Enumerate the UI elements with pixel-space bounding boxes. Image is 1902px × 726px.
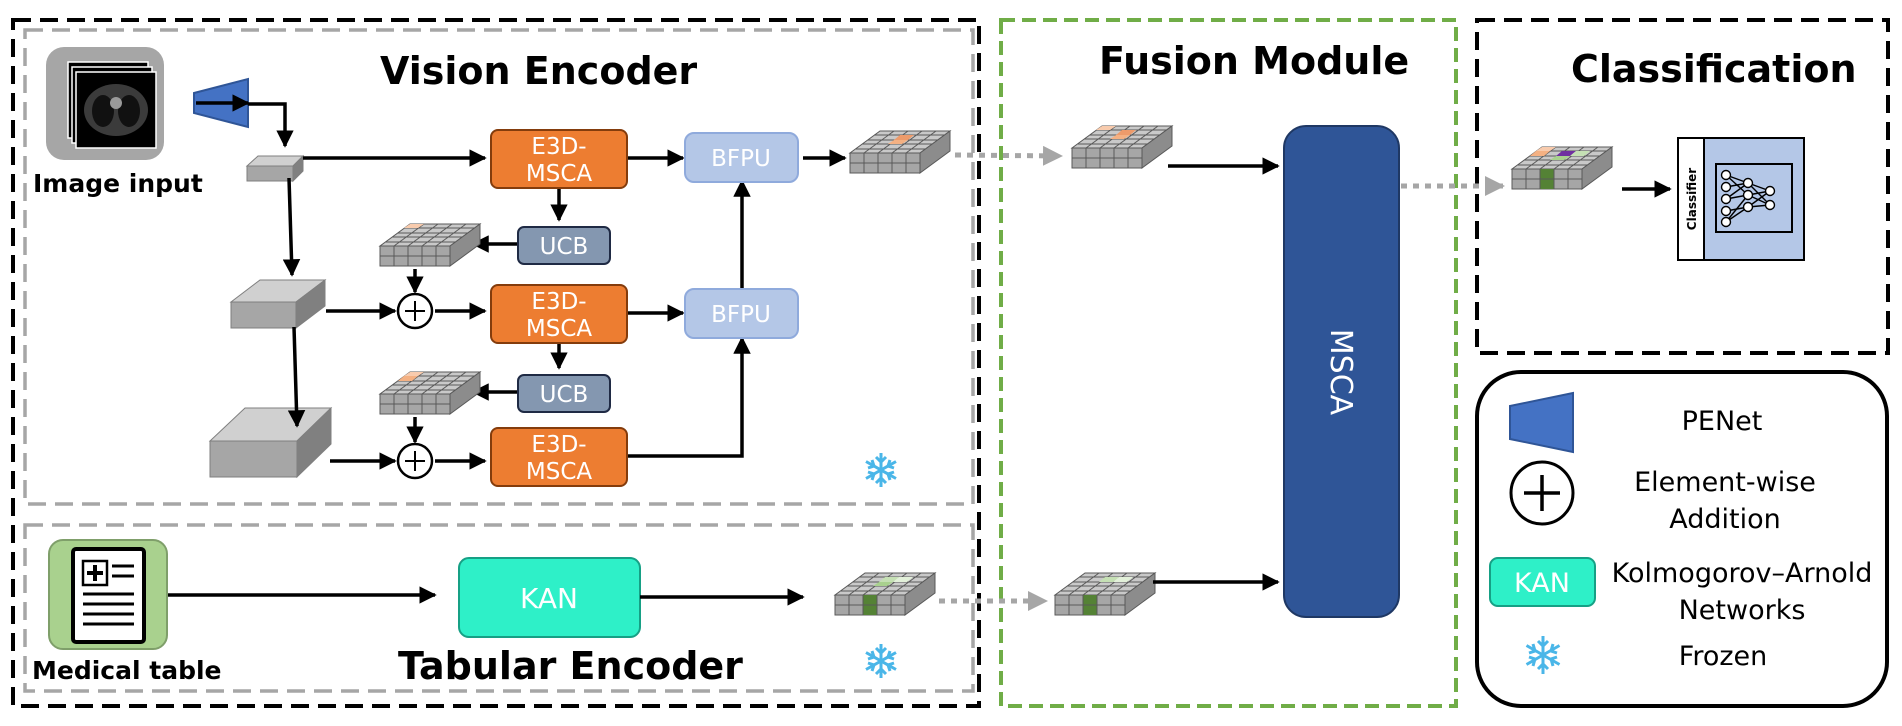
svg-text:E3D-: E3D- (531, 432, 586, 458)
encoders-outer-frame (11, 18, 981, 708)
feature-map-ucb-1 (378, 223, 482, 267)
bfpu-block-1: BFPU (684, 132, 799, 183)
legend-kan-symbol: KAN (1489, 557, 1596, 607)
vision-encoder-title: Vision Encoder (380, 49, 697, 93)
svg-text:E3D-: E3D- (531, 134, 586, 160)
addition-node-1 (396, 292, 434, 330)
snowflake-icon (1525, 636, 1561, 674)
classification-title: Classification (1571, 47, 1857, 91)
svg-text:BFPU: BFPU (711, 146, 771, 172)
medical-table-icon (48, 539, 168, 650)
snowflake-icon (865, 453, 897, 487)
e3d-msca-block-1: E3D- MSCA (490, 129, 628, 189)
svg-text:UCB: UCB (540, 382, 589, 408)
feature-map-fusion-vision (1070, 125, 1174, 169)
classification-frame (1475, 18, 1890, 355)
tabular-encoder-frame (23, 523, 975, 693)
tabular-arrows (168, 586, 805, 606)
feature-map-classification-input (1510, 146, 1614, 190)
legend-addition-line2: Addition (1669, 504, 1781, 535)
svg-text:E3D-: E3D- (531, 289, 586, 315)
tabular-encoder-title: Tabular Encoder (398, 644, 743, 688)
svg-text:KAN: KAN (520, 582, 578, 615)
legend-penet-symbol (1509, 391, 1574, 454)
classifier-block: Classifier (1677, 137, 1805, 261)
svg-text:MSCA: MSCA (1323, 329, 1358, 416)
legend-addition-symbol (1509, 460, 1575, 526)
vision-encoder-frame (23, 28, 975, 506)
vision-arrows (196, 94, 847, 470)
svg-text:MSCA: MSCA (526, 161, 593, 187)
feature-map-vision-output (848, 130, 952, 174)
legend-kan-line2: Networks (1679, 595, 1806, 626)
feature-map-tabular-output (833, 572, 937, 616)
feature-block-small (245, 154, 305, 183)
fusion-module-title: Fusion Module (1099, 39, 1409, 83)
svg-text:UCB: UCB (540, 234, 589, 260)
addition-node-2 (396, 442, 434, 480)
snowflake-icon (865, 644, 897, 678)
legend-addition-line1: Element-wise (1634, 467, 1816, 498)
svg-text:KAN: KAN (1514, 568, 1570, 599)
medical-table-label: Medical table (32, 656, 222, 685)
transfer-arrows (939, 145, 1505, 611)
svg-text:BFPU: BFPU (711, 302, 771, 328)
image-input-label: Image input (33, 169, 203, 198)
svg-text:Classifier: Classifier (1685, 168, 1699, 230)
feature-block-large (208, 406, 333, 479)
svg-text:MSCA: MSCA (526, 316, 593, 342)
bfpu-block-2: BFPU (684, 288, 799, 339)
legend-frame (1475, 370, 1889, 708)
feature-block-medium (229, 278, 327, 330)
fusion-arrows (1153, 157, 1672, 591)
legend-kan-line1: Kolmogorov–Arnold (1612, 558, 1873, 589)
neural-network-icon (1715, 163, 1793, 233)
kan-block: KAN (458, 557, 641, 638)
fusion-module-frame (999, 18, 1458, 708)
ct-scan-icon (46, 47, 164, 160)
e3d-msca-block-2: E3D- MSCA (490, 284, 628, 344)
ucb-block-1: UCB (517, 226, 611, 265)
feature-map-fusion-tabular (1053, 572, 1157, 616)
svg-text:MSCA: MSCA (526, 459, 593, 485)
e3d-msca-block-3: E3D- MSCA (490, 427, 628, 487)
legend-penet-label: PENet (1682, 406, 1763, 437)
msca-fusion-block: MSCA (1283, 125, 1400, 618)
feature-map-ucb-2 (378, 371, 482, 415)
legend-frozen-label: Frozen (1679, 641, 1768, 672)
ucb-block-2: UCB (517, 374, 611, 413)
